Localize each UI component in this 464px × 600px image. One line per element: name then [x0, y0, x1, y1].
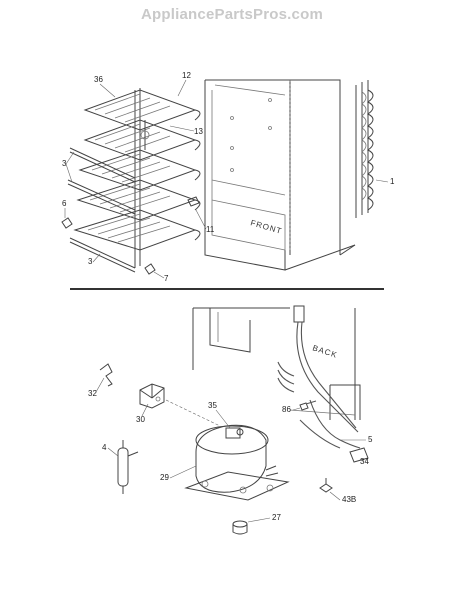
callout-32: 32 [88, 389, 97, 398]
callout-29: 29 [160, 473, 169, 482]
callout-86: 86 [282, 405, 291, 414]
compressor [184, 424, 290, 501]
callout-1: 1 [390, 177, 395, 186]
callout-11: 11 [206, 225, 215, 234]
callout-27: 27 [272, 513, 281, 522]
back-label: BACK [311, 343, 338, 360]
wire-shelf-assembly [61, 88, 201, 275]
callout-5: 5 [368, 435, 373, 444]
callout-35: 35 [208, 401, 217, 410]
cabinet [204, 79, 356, 271]
callout-7: 7 [164, 274, 169, 283]
relay-part [139, 383, 221, 427]
callout-6: 6 [62, 199, 67, 208]
grommet [232, 520, 248, 535]
condenser-coil [355, 80, 374, 218]
part-43b [319, 478, 333, 493]
callout-3-upper: 3 [62, 159, 67, 168]
site-watermark: AppliancePartsPros.com [141, 6, 323, 23]
callout-43b: 43B [342, 495, 356, 504]
callout-36: 36 [94, 75, 103, 84]
callout-4: 4 [102, 443, 107, 452]
callout-13: 13 [194, 127, 203, 136]
cabinet-rear [192, 307, 361, 420]
callout-12: 12 [182, 71, 191, 80]
front-label: FRONT [249, 218, 283, 236]
callout-30: 30 [136, 415, 145, 424]
clip-part [99, 363, 113, 387]
filter-drier [117, 440, 139, 494]
callout-34: 34 [360, 457, 369, 466]
callout-3-lower: 3 [88, 257, 93, 266]
